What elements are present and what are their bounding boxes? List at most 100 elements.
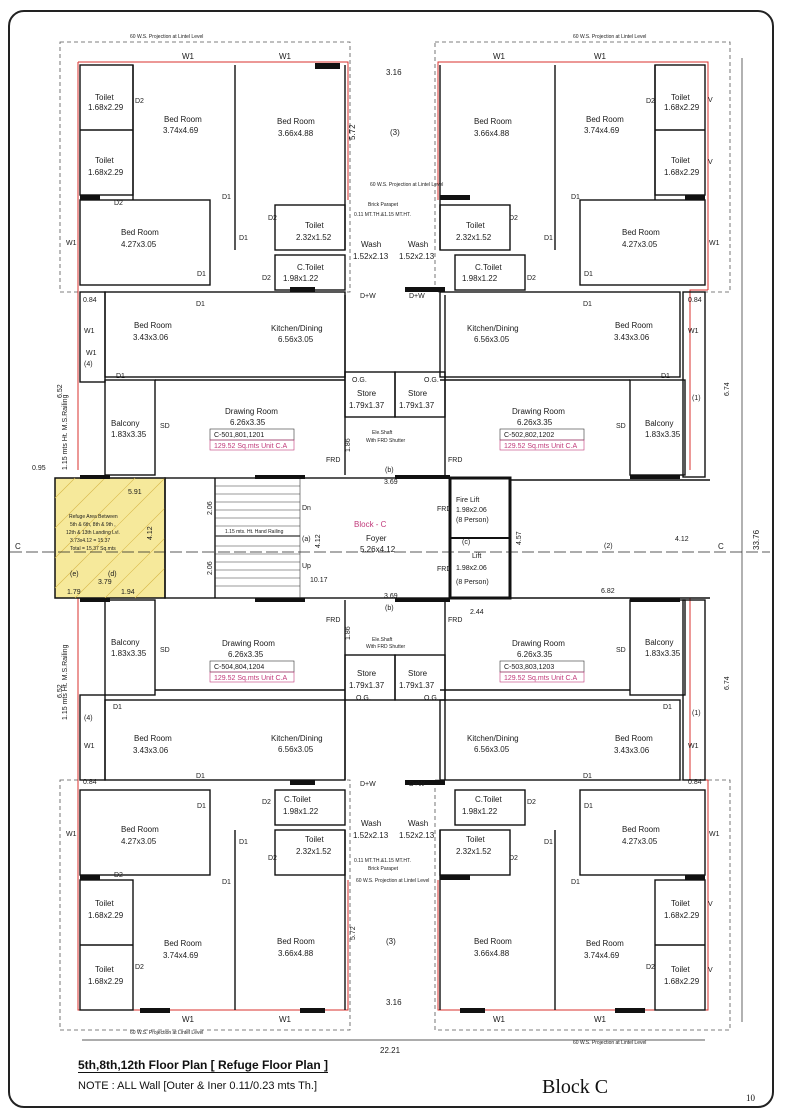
door-label: D1 xyxy=(197,271,206,278)
room-label: C.Toilet xyxy=(284,795,311,804)
dimension: 1.79 xyxy=(67,589,81,596)
room-label: Bed Room xyxy=(164,939,202,948)
wall-blocks xyxy=(80,63,705,1013)
room-label: Toilet xyxy=(671,965,690,974)
dimension: 2.06 xyxy=(207,501,214,515)
projection-note: 60 W.S. Projection at Lintel Level xyxy=(130,1030,203,1036)
door-label: D2 xyxy=(268,855,277,862)
room-label: Bed Room xyxy=(586,939,624,948)
door-label: FRD xyxy=(437,566,451,573)
dimension: 10.17 xyxy=(310,577,328,584)
window-label: W1 xyxy=(66,831,77,838)
door-label: FRD xyxy=(437,506,451,513)
door-label: D2 xyxy=(262,275,271,282)
section-marker: C xyxy=(15,542,21,551)
dimension: 0.84 xyxy=(83,297,97,304)
room-dim: 6.56x3.05 xyxy=(278,745,314,754)
shaft-note: With FRD Shutter xyxy=(366,644,406,650)
room-label: C.Toilet xyxy=(297,263,324,272)
room-label: Kitchen/Dining xyxy=(467,324,519,333)
room-dim: 6.26x3.35 xyxy=(228,650,264,659)
room-dim: 1.68x2.29 xyxy=(88,911,124,920)
room-label: Drawing Room xyxy=(225,407,278,416)
shaft-note: With FRD Shutter xyxy=(366,438,406,444)
room-label: Bed Room xyxy=(615,734,653,743)
room-label: Fire Lift xyxy=(456,497,479,504)
door-label: D1 xyxy=(239,235,248,242)
dimension: 22.21 xyxy=(380,1046,401,1055)
room-dim: 1.52x2.13 xyxy=(399,252,435,261)
stair-direction: Dn xyxy=(302,505,311,512)
room-label: Store xyxy=(408,389,428,398)
room-label: Toilet xyxy=(466,835,485,844)
room-label: Balcony xyxy=(645,638,673,647)
room-label: Toilet xyxy=(671,899,690,908)
room-label: Lift xyxy=(472,553,481,560)
door-label: D2 xyxy=(135,964,144,971)
room-label: Toilet xyxy=(95,965,114,974)
dimension-lines xyxy=(10,58,770,1041)
room-dim: 1.68x2.29 xyxy=(664,103,700,112)
room-dim: 2.32x1.52 xyxy=(296,847,332,856)
room-label: Toilet xyxy=(466,221,485,230)
room-label: Bed Room xyxy=(622,825,660,834)
dimension: 0.95 xyxy=(32,465,46,472)
opening-label: O.G. xyxy=(424,695,439,702)
room-label: Drawing Room xyxy=(222,639,275,648)
area-tag: (b) xyxy=(385,467,394,474)
room-dim: 3.66x4.88 xyxy=(278,949,314,958)
room-dim: 1.52x2.13 xyxy=(399,831,435,840)
door-label: D1 xyxy=(584,803,593,810)
dimension: 6.74 xyxy=(724,382,731,396)
door-label: D2 xyxy=(114,200,123,207)
lift-capacity: (8 Person) xyxy=(456,517,489,524)
door-label: D1 xyxy=(197,803,206,810)
vent-label: V xyxy=(708,159,713,166)
shaft-label: Ele.Shaft xyxy=(372,637,393,643)
door-label: D2 xyxy=(268,215,277,222)
dimension: 3.16 xyxy=(386,998,402,1007)
room-dim: 6.56x3.05 xyxy=(474,335,510,344)
dimension: 3.69 xyxy=(384,593,398,600)
room-dim: 1.68x2.29 xyxy=(88,977,124,986)
door-label: FRD xyxy=(326,457,340,464)
room-dim: 1.68x2.29 xyxy=(664,911,700,920)
unit-number: (1) xyxy=(692,710,701,717)
projection-note: 60 W.S. Projection at Lintel Level xyxy=(130,34,203,40)
window-label: W1 xyxy=(86,350,97,357)
refuge-note: Total = 15.37 Sq.mts xyxy=(70,546,116,552)
room-dim: 2.32x1.52 xyxy=(456,233,492,242)
room-dim: 6.56x3.05 xyxy=(278,335,314,344)
room-dim: 6.56x3.05 xyxy=(474,745,510,754)
area-tag: (b) xyxy=(385,605,394,612)
room-dim: 1.98x2.06 xyxy=(456,565,487,572)
room-label: Bed Room xyxy=(277,117,315,126)
vent-label: V xyxy=(708,967,713,974)
unit-number: (2) xyxy=(604,543,613,550)
room-dim: 1.98x1.22 xyxy=(462,807,498,816)
unit-number: C-501,801,1201 xyxy=(214,432,264,439)
dimension: 1.86 xyxy=(345,438,352,452)
unit-area: 129.52 Sq.mts Unit C.A xyxy=(504,675,577,682)
room-dim: 3.66x4.88 xyxy=(278,129,314,138)
unit-number: (1) xyxy=(692,395,701,402)
room-dim: 6.26x3.35 xyxy=(517,418,553,427)
dimension: 1.94 xyxy=(121,589,135,596)
unit-number: C-503,803,1203 xyxy=(504,664,554,671)
window-label: W1 xyxy=(182,52,195,61)
window-label: W1 xyxy=(709,831,720,838)
door-label: FRD xyxy=(448,617,462,624)
window-label: W1 xyxy=(84,328,95,335)
area-tag: (d) xyxy=(108,571,117,578)
door-label: SD xyxy=(160,647,170,654)
room-dim: 1.68x2.29 xyxy=(664,168,700,177)
dimension: 3.69 xyxy=(384,479,398,486)
parapet-height: 0.11 MT.TH.&1.15 MT.HT. xyxy=(354,858,411,864)
door-label: SD xyxy=(616,647,626,654)
room-dim: 1.68x2.29 xyxy=(88,168,124,177)
window-label: W1 xyxy=(66,240,77,247)
dimension: 33.76 xyxy=(752,529,761,550)
dimension: 5.72 xyxy=(350,926,357,940)
